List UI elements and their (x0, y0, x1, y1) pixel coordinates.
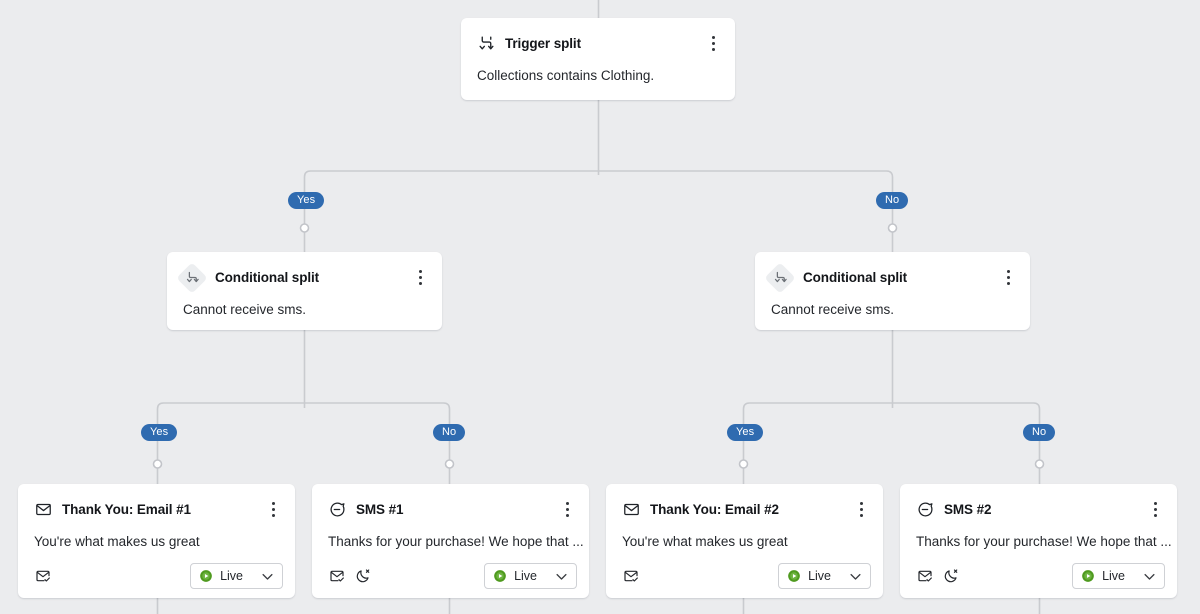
node-header: Conditional split (755, 252, 1030, 292)
node-trigger-split[interactable]: Trigger split Collections contains Cloth… (461, 18, 735, 100)
play-circle-icon (199, 569, 213, 583)
node-footer: Live (312, 551, 589, 602)
quiet-hours-moon-icon[interactable] (942, 568, 959, 585)
node-footer: Live (606, 551, 883, 602)
kebab-menu-icon[interactable] (998, 267, 1018, 289)
port-right-no (1034, 459, 1045, 469)
node-sms-2[interactable]: SMS #2 Thanks for your purchase! We hope… (900, 484, 1177, 598)
node-conditional-split-left[interactable]: Conditional split Cannot receive sms. (167, 252, 442, 330)
kebab-menu-icon[interactable] (410, 267, 430, 289)
node-sms-1[interactable]: SMS #1 Thanks for your purchase! We hope… (312, 484, 589, 598)
envelope-icon (34, 501, 52, 519)
status-dropdown-live[interactable]: Live (1072, 563, 1165, 589)
node-title: Thank You: Email #2 (650, 502, 779, 517)
sms-bubble-icon (916, 501, 934, 519)
node-title: Thank You: Email #1 (62, 502, 191, 517)
envelope-check-icon[interactable] (916, 568, 933, 585)
wire-right-split-branch (742, 402, 1041, 437)
port-right-yes (738, 459, 749, 469)
node-description: You're what makes us great (622, 534, 788, 549)
sms-bubble-icon (328, 501, 346, 519)
branch-badge-trigger-yes[interactable]: Yes (288, 192, 325, 209)
kebab-menu-icon[interactable] (851, 499, 871, 521)
node-conditional-split-right[interactable]: Conditional split Cannot receive sms. (755, 252, 1030, 330)
node-header: Thank You: Email #2 (606, 484, 883, 524)
status-label: Live (808, 569, 831, 583)
status-dropdown-live[interactable]: Live (190, 563, 283, 589)
node-email-2[interactable]: Thank You: Email #2 You're what makes us… (606, 484, 883, 598)
branch-badge-trigger-no[interactable]: No (876, 192, 909, 209)
wire-left-split-branch (156, 402, 451, 437)
node-title: Conditional split (215, 270, 320, 285)
node-header: SMS #1 (312, 484, 589, 524)
kebab-menu-icon[interactable] (263, 499, 283, 521)
play-circle-icon (1081, 569, 1095, 583)
node-header: Thank You: Email #1 (18, 484, 295, 524)
port-trigger-yes (299, 223, 310, 233)
node-footer: Live (900, 551, 1177, 602)
node-header: Trigger split (461, 18, 735, 58)
port-left-no (444, 459, 455, 469)
node-description: Collections contains Clothing. (477, 68, 655, 83)
quiet-hours-moon-icon[interactable] (354, 568, 371, 585)
status-label: Live (514, 569, 537, 583)
node-title: Trigger split (505, 36, 581, 51)
split-icon (477, 35, 495, 53)
node-title: Conditional split (803, 270, 908, 285)
node-description: You're what makes us great (34, 534, 200, 549)
node-description: Cannot receive sms. (183, 302, 307, 317)
port-left-yes (152, 459, 163, 469)
status-label: Live (1102, 569, 1125, 583)
branch-badge-right-no[interactable]: No (1023, 424, 1056, 441)
branch-badge-left-yes[interactable]: Yes (141, 424, 178, 441)
node-description: Thanks for your purchase! We hope that .… (328, 534, 584, 549)
node-description: Thanks for your purchase! We hope that .… (916, 534, 1172, 549)
split-icon (767, 265, 793, 291)
kebab-menu-icon[interactable] (703, 33, 723, 55)
node-header: Conditional split (167, 252, 442, 292)
node-footer: Live (18, 551, 295, 602)
status-label: Live (220, 569, 243, 583)
port-trigger-no (887, 223, 898, 233)
chevron-down-icon (1142, 569, 1157, 584)
status-dropdown-live[interactable]: Live (484, 563, 577, 589)
node-title: SMS #1 (356, 502, 404, 517)
envelope-icon (622, 501, 640, 519)
wire-trigger-branch (303, 170, 894, 205)
envelope-check-icon[interactable] (328, 568, 345, 585)
chevron-down-icon (260, 569, 275, 584)
chevron-down-icon (554, 569, 569, 584)
kebab-menu-icon[interactable] (557, 499, 577, 521)
branch-badge-right-yes[interactable]: Yes (727, 424, 764, 441)
kebab-menu-icon[interactable] (1145, 499, 1165, 521)
play-circle-icon (787, 569, 801, 583)
branch-badge-left-no[interactable]: No (433, 424, 466, 441)
node-title: SMS #2 (944, 502, 992, 517)
chevron-down-icon (848, 569, 863, 584)
node-description: Cannot receive sms. (771, 302, 895, 317)
split-icon (179, 265, 205, 291)
node-header: SMS #2 (900, 484, 1177, 524)
node-email-1[interactable]: Thank You: Email #1 You're what makes us… (18, 484, 295, 598)
envelope-check-icon[interactable] (622, 568, 639, 585)
status-dropdown-live[interactable]: Live (778, 563, 871, 589)
play-circle-icon (493, 569, 507, 583)
envelope-check-icon[interactable] (34, 568, 51, 585)
